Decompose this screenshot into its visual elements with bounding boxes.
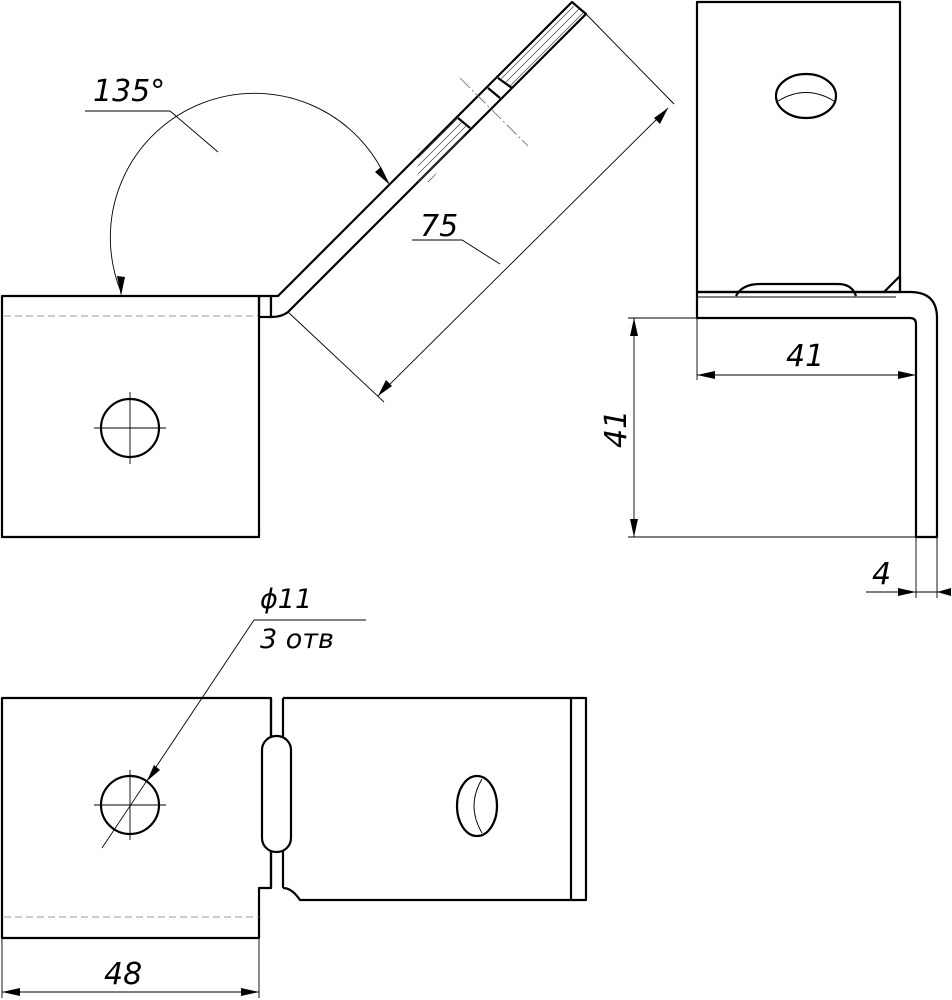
side-width-arrow-a (697, 371, 715, 379)
flat-length-label: 48 (104, 957, 142, 992)
thickness-label: 4 (872, 557, 891, 592)
top-view-bend-relief (260, 734, 293, 854)
side-view-corner-notch (883, 274, 902, 293)
side-width-arrow-b (898, 371, 916, 379)
front-view-leg-hole-edge-1 (457, 117, 471, 129)
front-view: 135° 75 (0, 0, 675, 539)
side-view-hole-inner (777, 92, 835, 102)
leg-length-extension-1 (287, 311, 385, 403)
angle-arc (109, 92, 389, 293)
top-view-right-plate (282, 696, 588, 902)
leg-length-label: 75 (420, 209, 458, 244)
side-height-label: 41 (599, 410, 634, 448)
leg-length-extension-2 (585, 13, 675, 105)
side-view-upright-plate (695, 0, 902, 294)
angle-leader (85, 110, 219, 153)
angle-label: 135° (93, 74, 165, 109)
top-view-left-plate (0, 696, 273, 940)
hole-diameter-leader (101, 619, 255, 849)
leg-length-arrow-a (378, 380, 392, 396)
hole-diameter-label: ϕ11 (260, 584, 312, 615)
hole-diameter-arrow (147, 765, 160, 781)
top-view-hole-right-inner (473, 778, 483, 834)
hole-count-label: 3 отв (260, 624, 334, 655)
thickness-arrow-a (898, 588, 916, 596)
flat-length-arrow-a (2, 988, 20, 996)
side-height-arrow-a (630, 318, 638, 336)
top-view: ϕ11 3 отв 48 (0, 584, 588, 998)
front-view-leg-hole-axis (459, 77, 529, 147)
angle-arc-arrow-left (117, 276, 125, 296)
angle-arc-arrow-right (375, 167, 390, 185)
front-view-leg-hole-edge-2 (487, 87, 501, 99)
side-view-hole (774, 72, 838, 120)
side-view-bent-profile (695, 290, 939, 539)
top-view-hole-right (455, 774, 499, 838)
side-height-arrow-b (630, 519, 638, 537)
flat-length-arrow-b (241, 988, 259, 996)
thickness-arrow-b (937, 588, 951, 596)
side-view-bend-relief (735, 282, 858, 297)
leg-length-dimension-line (377, 107, 669, 397)
front-view-plate (0, 294, 261, 539)
front-view-bend-step (257, 294, 273, 319)
side-width-label: 41 (786, 339, 824, 374)
leg-length-leader (412, 239, 501, 265)
leg-length-arrow-b (654, 108, 668, 124)
front-view-leg-hole-edge-3 (497, 77, 513, 89)
side-view: 41 41 4 (599, 0, 951, 598)
